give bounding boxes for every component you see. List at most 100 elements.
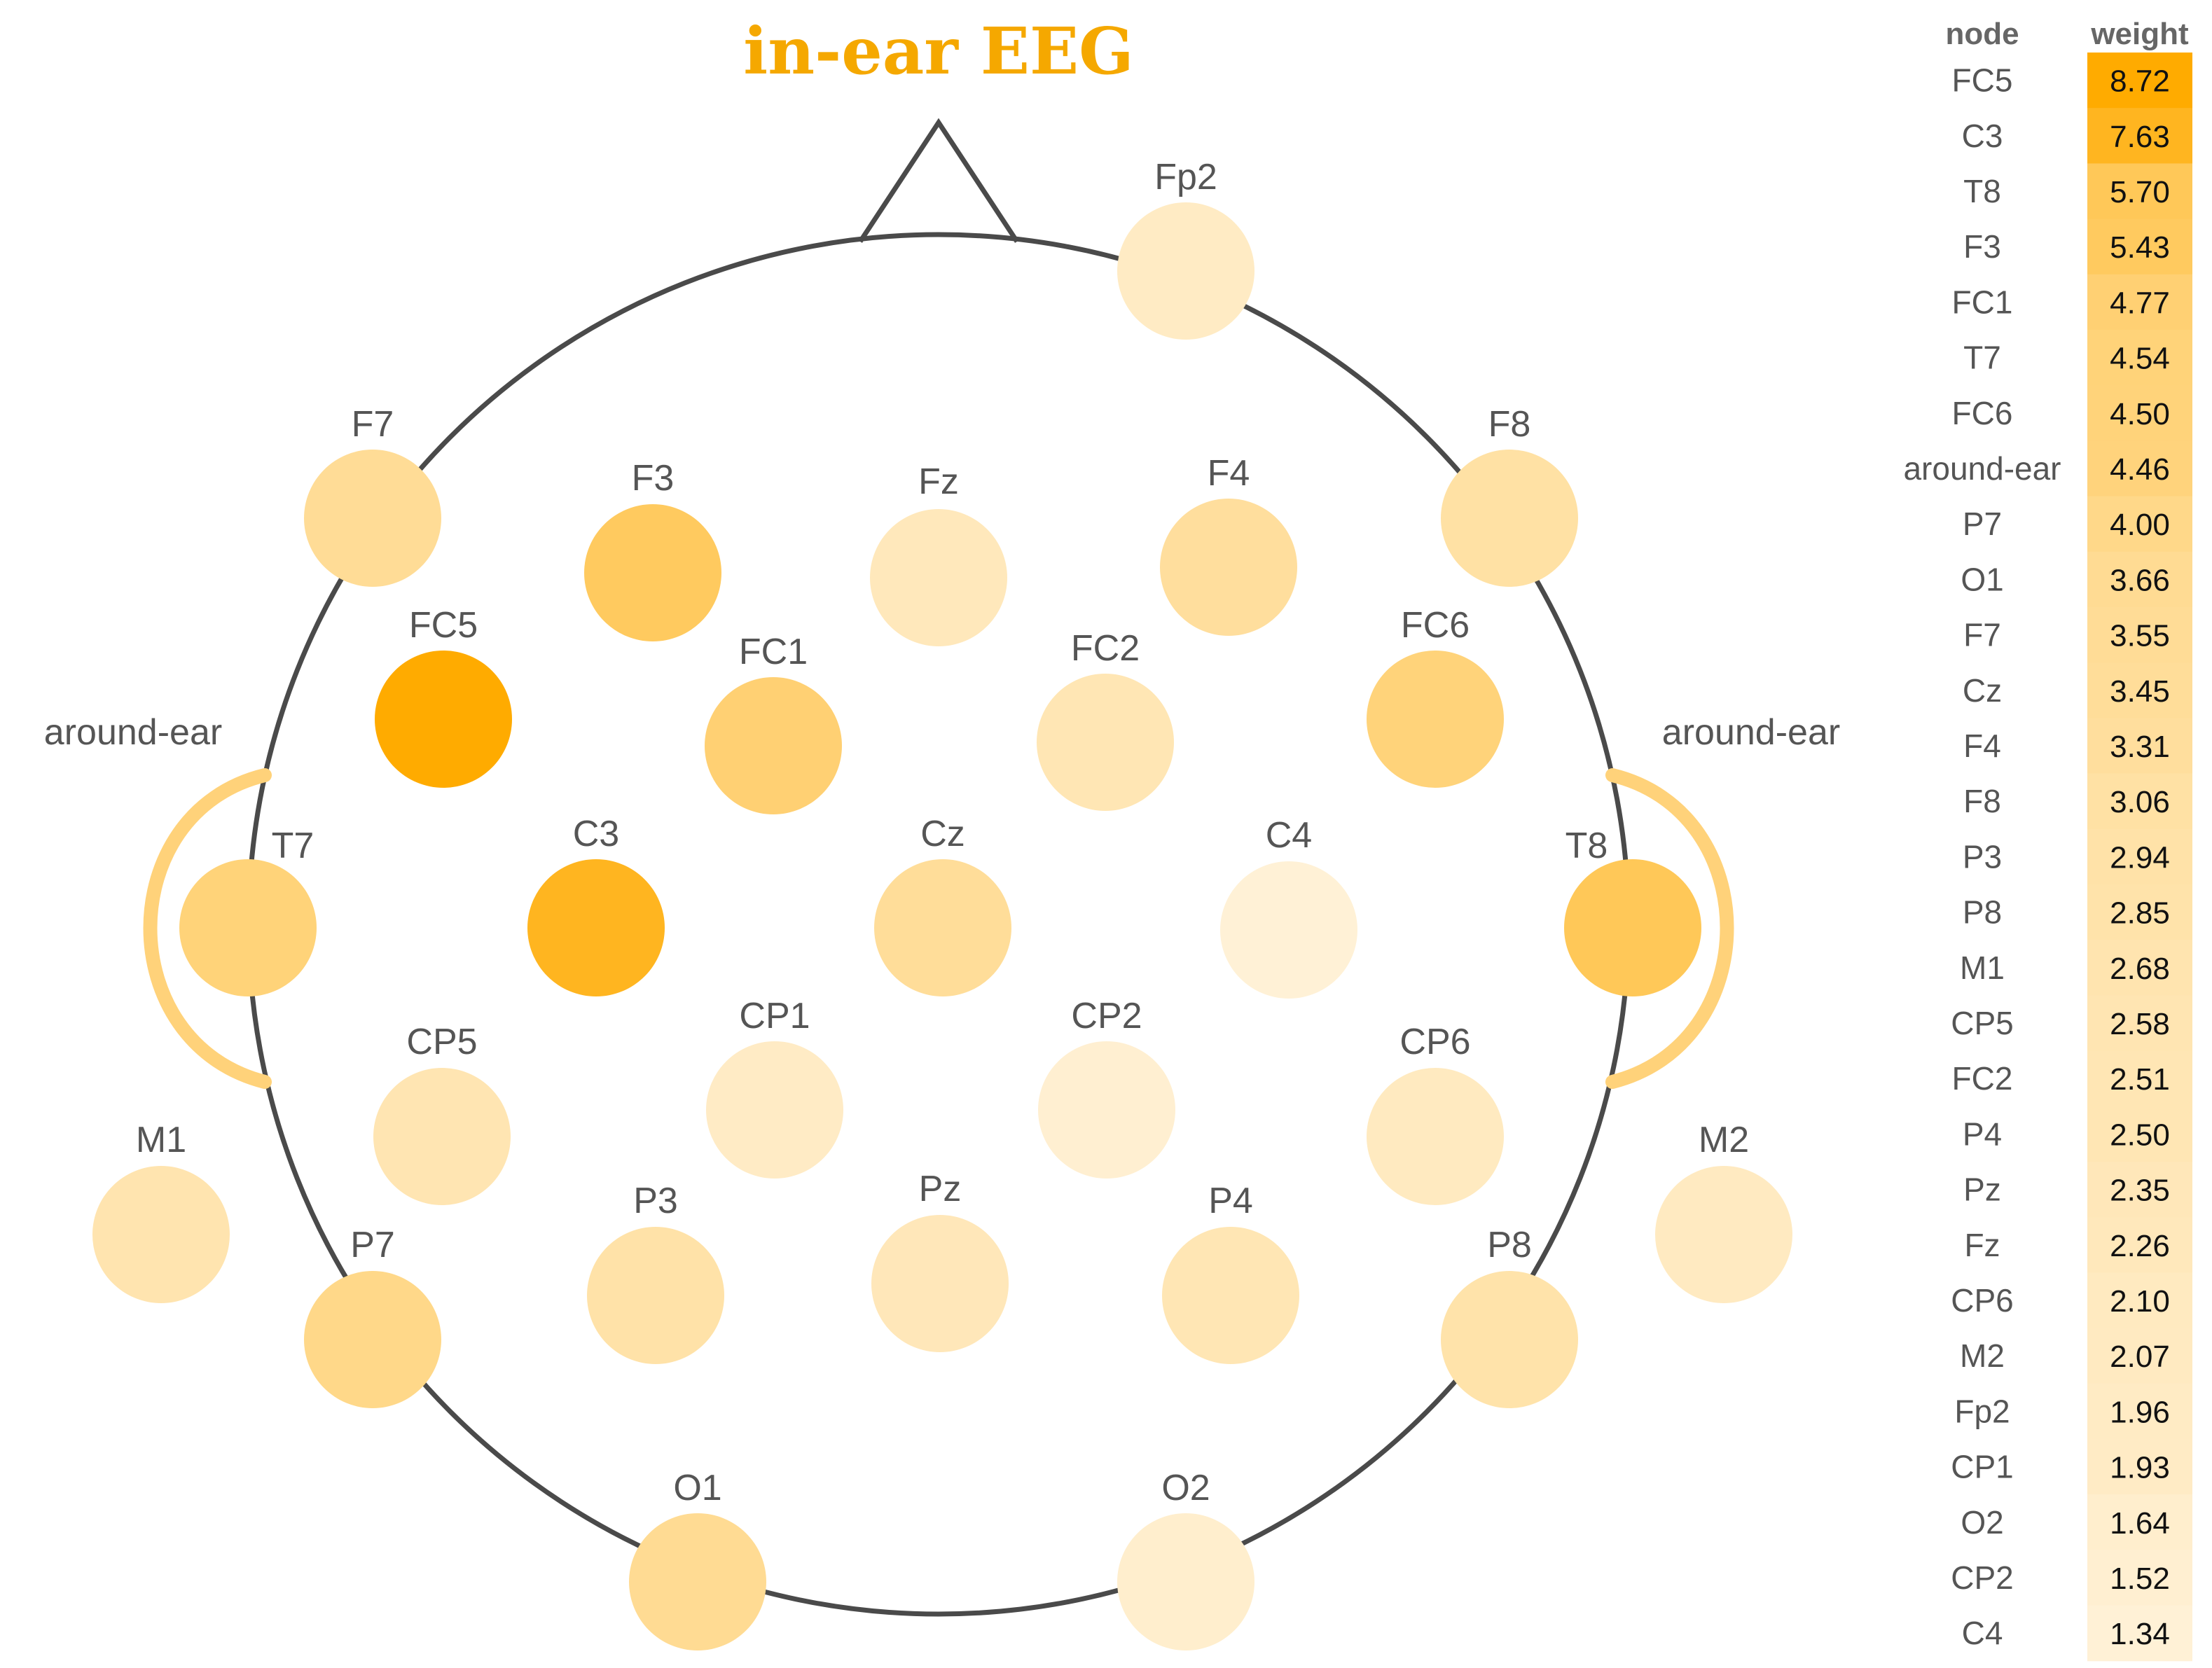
electrode-label: FC1	[739, 632, 808, 672]
around-ear-left-label: around-ear	[44, 712, 222, 753]
table-node-label: FC6	[1952, 395, 2013, 431]
electrode-label: Fz	[918, 461, 959, 502]
table-weight-value: 3.31	[2110, 730, 2170, 764]
electrode-dot	[1441, 1271, 1578, 1408]
electrode-cz: Cz	[874, 814, 1011, 996]
weight-cell	[2087, 1494, 2192, 1550]
electrode-f8: F8	[1441, 404, 1578, 587]
electrode-dot	[1160, 499, 1297, 636]
table-weight-value: 2.07	[2110, 1340, 2170, 1374]
electrode-f4: F4	[1160, 453, 1297, 636]
electrode-label: M2	[1699, 1120, 1749, 1160]
electrode-label: F4	[1208, 453, 1250, 494]
electrode-pz: Pz	[871, 1169, 1009, 1352]
table-row: CP2 1.52	[1951, 1550, 2192, 1606]
weight-cell	[2087, 218, 2192, 275]
table-weight-value: 2.26	[2110, 1229, 2170, 1263]
table-weight-value: 2.35	[2110, 1174, 2170, 1208]
weight-cell	[2087, 163, 2192, 220]
table-row: FC2 2.51	[1952, 1050, 2192, 1107]
table-weight-value: 2.94	[2110, 840, 2170, 875]
table-node-label: CP5	[1951, 1005, 2013, 1041]
table-node-label: P3	[1963, 838, 2002, 875]
table-row: T8 5.70	[1963, 163, 2192, 220]
table-weight-value: 1.52	[2110, 1562, 2170, 1596]
electrode-t7: T7	[179, 826, 317, 996]
table-weight-value: 3.66	[2110, 563, 2170, 597]
table-header-weight: weight	[2090, 17, 2189, 51]
electrode-fc6: FC6	[1367, 605, 1504, 788]
electrode-cp2: CP2	[1038, 996, 1175, 1179]
electrode-label: O2	[1161, 1468, 1210, 1508]
electrode-dot	[373, 1068, 511, 1205]
electrode-label: P3	[633, 1181, 678, 1221]
electrode-label: FC6	[1401, 605, 1470, 646]
table-node-label: T8	[1963, 173, 2001, 209]
table-node-label: M1	[1960, 950, 2005, 986]
weight-cell	[2087, 1272, 2192, 1329]
table-node-label: F4	[1963, 728, 2001, 764]
table-weight-value: 1.96	[2110, 1395, 2170, 1429]
electrode-dot	[179, 859, 317, 996]
electrode-label: P8	[1487, 1225, 1532, 1265]
electrode-dot	[1367, 651, 1504, 788]
weight-cell	[2087, 53, 2192, 109]
weight-cell	[2087, 1162, 2192, 1218]
weight-cell	[2087, 440, 2192, 497]
electrode-label: M1	[136, 1120, 186, 1160]
weight-cell	[2087, 108, 2192, 164]
electrode-label: Cz	[920, 814, 965, 854]
weight-cell	[2087, 496, 2192, 552]
electrode-c3: C3	[527, 814, 665, 996]
electrode-f3: F3	[584, 458, 721, 641]
around-ear-group: around-ear around-ear	[44, 712, 1840, 1089]
electrode-dot	[584, 504, 721, 641]
electrode-cp1: CP1	[706, 996, 843, 1179]
weight-cell	[2087, 1439, 2192, 1495]
table-weight-value: 5.70	[2110, 175, 2170, 209]
electrode-p3: P3	[587, 1181, 724, 1364]
table-node-label: F8	[1963, 783, 2001, 819]
electrode-label: C3	[573, 814, 619, 854]
table-weight-value: 4.77	[2110, 286, 2170, 320]
electrode-p7: P7	[304, 1225, 441, 1408]
electrode-label: CP1	[739, 996, 810, 1036]
table-node-label: CP2	[1951, 1559, 2013, 1596]
table-node-label: F3	[1963, 228, 2001, 265]
table-node-label: O2	[1961, 1504, 2003, 1541]
electrode-dot	[1117, 202, 1254, 340]
weight-cell	[2087, 773, 2192, 830]
weight-cell	[2087, 828, 2192, 885]
electrode-fc1: FC1	[705, 632, 842, 814]
table-node-label: CP1	[1951, 1449, 2013, 1485]
electrode-o2: O2	[1117, 1468, 1254, 1650]
electrode-label: P4	[1208, 1181, 1253, 1221]
table-node-label: C4	[1962, 1615, 2003, 1651]
table-node-label: FC5	[1952, 62, 2013, 99]
table-node-label: M2	[1960, 1337, 2005, 1374]
table-row: P3 2.94	[1963, 828, 2192, 885]
weight-cell	[2087, 1328, 2192, 1384]
electrode-dot	[304, 450, 441, 587]
table-weight-value: 1.34	[2110, 1617, 2170, 1651]
table-header-node: node	[1945, 17, 2019, 51]
table-node-label: FC2	[1952, 1060, 2013, 1097]
table-weight-value: 5.43	[2110, 230, 2170, 265]
electrode-dot	[1220, 861, 1357, 999]
table-weight-value: 3.55	[2110, 619, 2170, 653]
table-weight-value: 8.72	[2110, 64, 2170, 99]
electrode-label: CP2	[1071, 996, 1142, 1036]
table-weight-value: 2.51	[2110, 1062, 2170, 1097]
weight-cell	[2087, 607, 2192, 663]
